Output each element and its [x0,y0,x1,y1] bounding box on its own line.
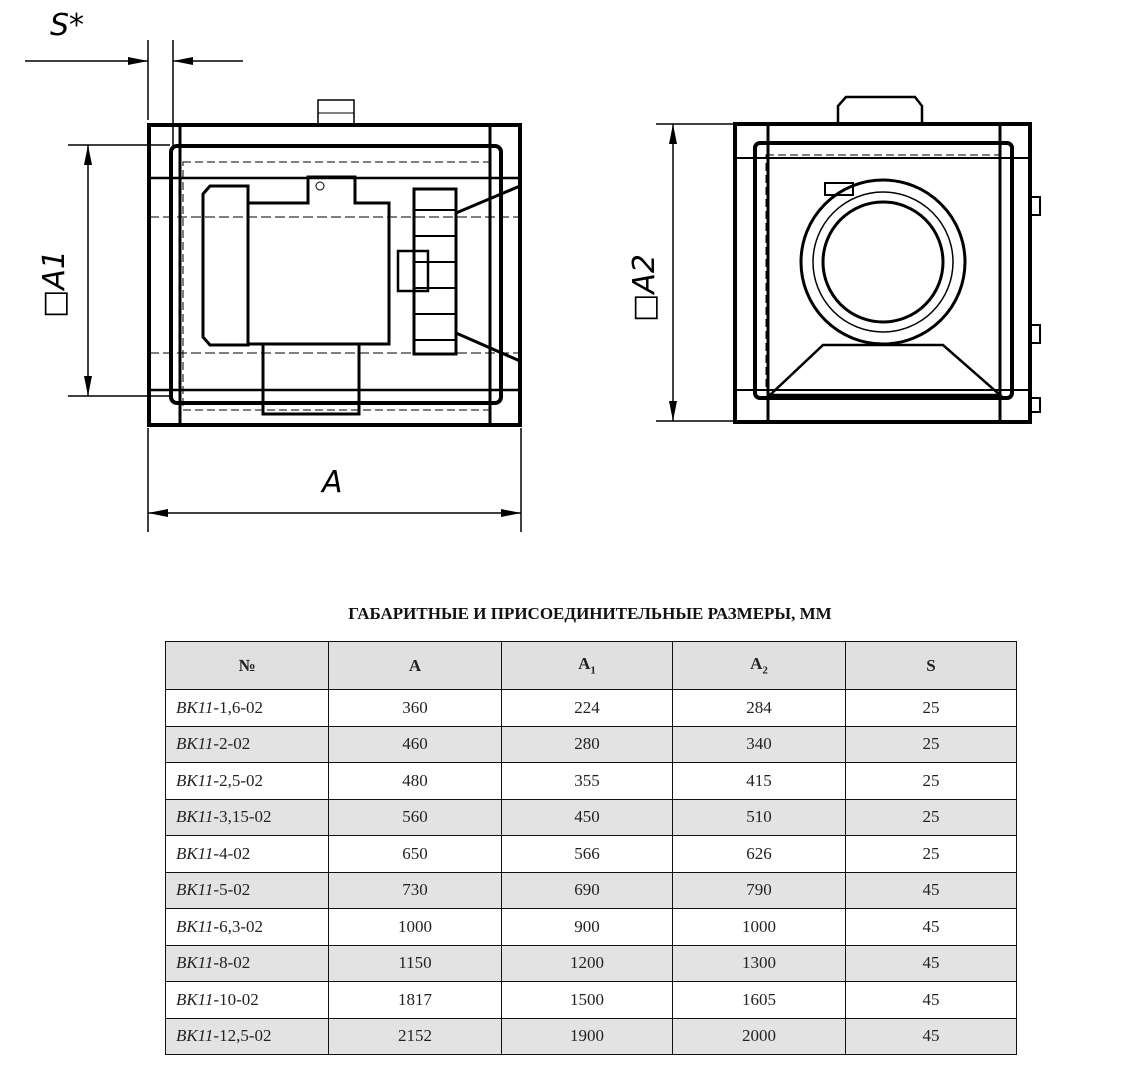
model-cell: ВК11-10-02 [165,981,329,1019]
model-cell: ВК11-8-02 [165,944,329,982]
value-cell-s: 25 [845,762,1017,800]
table-title: ГАБАРИТНЫЕ И ПРИСОЕДИНИТЕЛЬНЫЕ РАЗМЕРЫ, … [348,604,832,623]
value-cell-s: 45 [845,981,1017,1019]
header-a1: A1 [501,641,673,690]
model-cell: ВК11-12,5-02 [165,1017,329,1055]
value-cell-a2: 510 [672,798,846,836]
value-cell-a2: 1000 [672,908,846,946]
model-cell: ВК11-5-02 [165,871,329,909]
value-cell-s: 45 [845,1017,1017,1055]
value-cell-a2: 340 [672,725,846,763]
value-cell-a: 560 [328,798,502,836]
value-cell-a1: 1200 [501,944,673,982]
value-cell-a1: 1500 [501,981,673,1019]
value-cell-s: 25 [845,798,1017,836]
header-no: № [165,641,329,690]
value-cell-a: 360 [328,689,502,727]
value-cell-a1: 450 [501,798,673,836]
value-cell-a: 460 [328,725,502,763]
value-cell-s: 25 [845,725,1017,763]
value-cell-a: 650 [328,835,502,873]
fan-dimension-drawing: S* □A1 A □A2 [25,8,1041,532]
value-cell-a2: 415 [672,762,846,800]
value-cell-a1: 690 [501,871,673,909]
value-cell-a1: 900 [501,908,673,946]
value-cell-a2: 626 [672,835,846,873]
front-view [656,95,1041,424]
value-cell-a2: 1300 [672,944,846,982]
model-cell: ВК11-2-02 [165,725,329,763]
dimension-label-s: S* [50,8,84,43]
dimension-label-a2: □A2 [627,254,662,322]
value-cell-a: 1000 [328,908,502,946]
value-cell-s: 45 [845,908,1017,946]
value-cell-a: 2152 [328,1017,502,1055]
value-cell-a2: 2000 [672,1017,846,1055]
value-cell-a: 1817 [328,981,502,1019]
value-cell-s: 25 [845,835,1017,873]
dimension-label-a: A [320,465,343,500]
value-cell-s: 45 [845,944,1017,982]
value-cell-s: 25 [845,689,1017,727]
value-cell-a: 1150 [328,944,502,982]
model-cell: ВК11-4-02 [165,835,329,873]
value-cell-a1: 224 [501,689,673,727]
value-cell-a1: 566 [501,835,673,873]
value-cell-a2: 790 [672,871,846,909]
value-cell-a: 480 [328,762,502,800]
value-cell-s: 45 [845,871,1017,909]
model-cell: ВК11-3,15-02 [165,798,329,836]
model-cell: ВК11-6,3-02 [165,908,329,946]
model-cell: ВК11-1,6-02 [165,689,329,727]
header-a2: A2 [672,641,846,690]
header-s: S [845,641,1017,690]
value-cell-a2: 284 [672,689,846,727]
value-cell-a: 730 [328,871,502,909]
value-cell-a1: 280 [501,725,673,763]
header-a: A [328,641,502,690]
dimension-label-a1: □A1 [37,250,72,318]
table-header-row: № A A1 A2 S [165,641,1017,690]
value-cell-a1: 1900 [501,1017,673,1055]
value-cell-a1: 355 [501,762,673,800]
model-cell: ВК11-2,5-02 [165,762,329,800]
value-cell-a2: 1605 [672,981,846,1019]
side-view [25,40,522,532]
